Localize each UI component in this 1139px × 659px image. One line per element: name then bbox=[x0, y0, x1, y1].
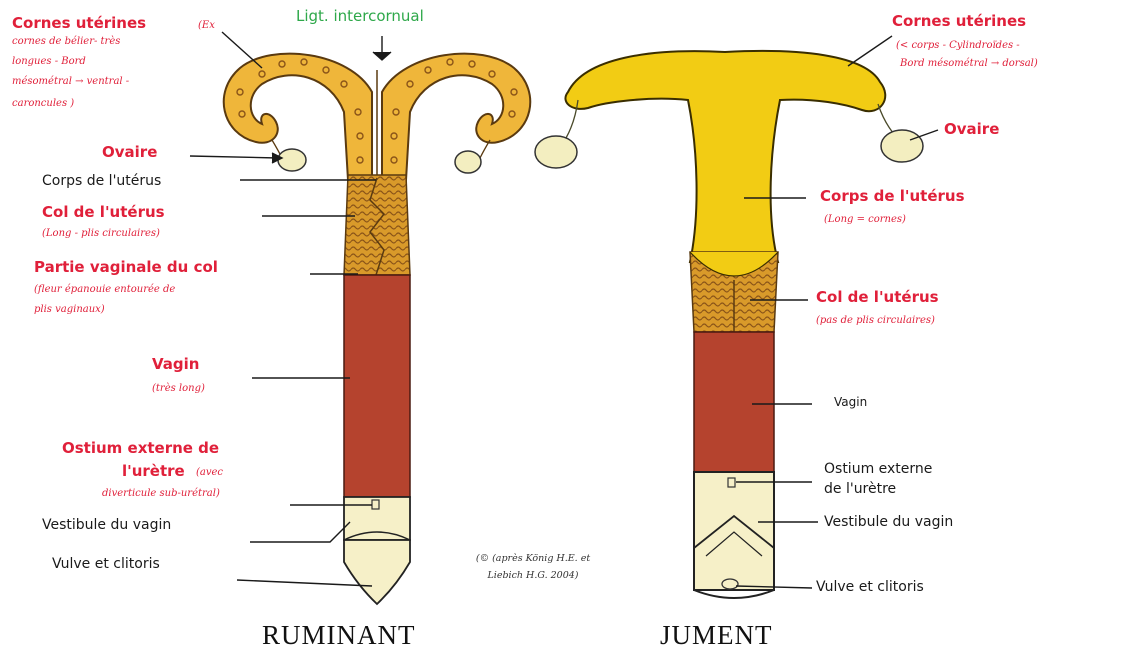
ruminant-vagin-sub: (très long) bbox=[152, 383, 205, 395]
ruminant-vagina bbox=[344, 275, 410, 497]
ruminant-corps-label: Corps de l'utérus bbox=[42, 173, 161, 189]
ruminant-cornes-label: Cornes utérines bbox=[12, 15, 146, 32]
ligament-intercornual-label: Ligt. intercornual bbox=[296, 8, 424, 25]
ruminant-organ bbox=[224, 54, 531, 604]
jument-left-ovary bbox=[535, 136, 577, 168]
ruminant-vulve-label: Vulve et clitoris bbox=[52, 556, 160, 572]
jument-ostium-label-2: de l'urètre bbox=[824, 481, 896, 497]
ruminant-vestibule bbox=[344, 497, 410, 540]
jument-col-sub: (pas de plis circulaires) bbox=[816, 315, 935, 327]
ruminant-vagin-label: Vagin bbox=[152, 356, 199, 373]
jument-cornes-sub-2: Bord mésométral → dorsal) bbox=[900, 58, 1038, 70]
ruminant-cornes-sub-4: mésométral → ventral - bbox=[12, 76, 129, 88]
jument-title: JUMENT bbox=[660, 620, 773, 651]
ruminant-cervix bbox=[344, 175, 410, 275]
ruminant-right-ovary bbox=[455, 151, 481, 173]
ruminant-title: RUMINANT bbox=[262, 620, 416, 651]
ruminant-partie-vaginale-label: Partie vaginale du col bbox=[34, 259, 218, 276]
jument-right-ovary bbox=[881, 130, 923, 162]
jument-cornes-label: Cornes utérines bbox=[892, 13, 1026, 30]
ruminant-cornes-sub-1: (Ex bbox=[198, 20, 215, 32]
ruminant-cornes-sub-3: longues - Bord bbox=[12, 56, 86, 68]
jument-col-label: Col de l'utérus bbox=[816, 289, 939, 306]
jument-corps-sub: (Long = cornes) bbox=[824, 214, 906, 226]
jument-vulve-label: Vulve et clitoris bbox=[816, 579, 924, 595]
ruminant-cornes-sub-2: cornes de bélier- très bbox=[12, 36, 120, 48]
credit-line-2: Liebich H.G. 2004) bbox=[468, 571, 598, 582]
jument-cornes-sub-1: (< corps - Cylindroïdes - bbox=[896, 40, 1020, 52]
ruminant-ostium-label-1: Ostium externe de bbox=[62, 440, 219, 457]
credit-line-1: (© (après König H.E. et bbox=[468, 554, 598, 565]
jument-vagin-label: Vagin bbox=[834, 396, 867, 410]
jument-vestibule-label: Vestibule du vagin bbox=[824, 514, 953, 530]
jument-vestibule bbox=[694, 472, 774, 590]
ruminant-vulva bbox=[344, 540, 410, 604]
ruminant-ovaire-label: Ovaire bbox=[102, 144, 157, 161]
jument-ovaire-label: Ovaire bbox=[944, 121, 999, 138]
jument-vulva bbox=[694, 590, 774, 598]
jument-uterus bbox=[565, 51, 885, 262]
ruminant-col-sub: (Long - plis circulaires) bbox=[42, 228, 160, 240]
ruminant-ostium-sub-2: diverticule sub-urétral) bbox=[102, 488, 220, 500]
ruminant-cornes-sub-5: caroncules ) bbox=[12, 98, 74, 110]
jument-vagina bbox=[694, 332, 774, 472]
ruminant-ostium-label-2: l'urètre bbox=[122, 463, 185, 480]
ruminant-vestibule-label: Vestibule du vagin bbox=[42, 517, 171, 533]
leader-lines bbox=[190, 32, 938, 588]
ruminant-ostium-sub-1: (avec bbox=[196, 467, 223, 479]
ruminant-partie-sub-2: plis vaginaux) bbox=[34, 304, 105, 316]
ruminant-partie-sub-1: (fleur épanouie entourée de bbox=[34, 284, 175, 296]
ruminant-col-label: Col de l'utérus bbox=[42, 204, 165, 221]
jument-ostium-label-1: Ostium externe bbox=[824, 461, 932, 477]
ruminant-left-ovary bbox=[278, 149, 306, 171]
jument-corps-label: Corps de l'utérus bbox=[820, 188, 965, 205]
